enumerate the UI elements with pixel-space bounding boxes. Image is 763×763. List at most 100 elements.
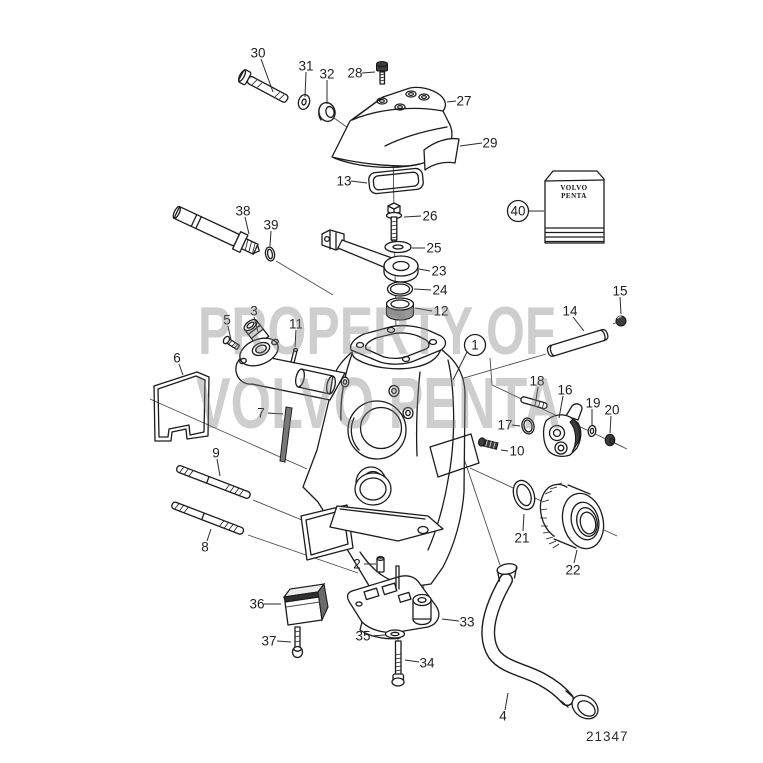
part-14-rod xyxy=(546,328,609,357)
callout-15: 15 xyxy=(612,284,628,315)
callout-37: 37 xyxy=(261,634,292,649)
svg-text:37: 37 xyxy=(261,634,276,649)
callout-23: 23 xyxy=(418,264,447,279)
svg-text:32: 32 xyxy=(319,67,334,82)
callout-32: 32 xyxy=(319,67,335,104)
part-22-knurled-cap xyxy=(539,482,605,550)
svg-text:33: 33 xyxy=(459,615,474,630)
callout-34: 34 xyxy=(404,656,435,671)
callout-39: 39 xyxy=(263,218,279,247)
part-28-screw xyxy=(376,61,388,85)
part-19-washer xyxy=(587,424,597,438)
part-23-steering-arm xyxy=(321,229,419,283)
part-32-grommet xyxy=(318,101,336,123)
svg-text:22: 22 xyxy=(565,563,580,578)
decal-brand-line1: VOLVO xyxy=(560,184,587,192)
part-34-bolt xyxy=(391,640,405,687)
svg-text:29: 29 xyxy=(482,136,497,151)
svg-text:38: 38 xyxy=(235,204,250,219)
svg-text:1: 1 xyxy=(471,338,479,353)
callout-13: 13 xyxy=(336,174,368,189)
svg-text:15: 15 xyxy=(612,284,627,299)
callout-24: 24 xyxy=(413,283,448,298)
part-17-oring xyxy=(521,417,535,435)
part-33-bracket xyxy=(346,565,440,640)
part-39-oring xyxy=(264,246,276,262)
callout-20: 20 xyxy=(604,403,620,434)
svg-text:40: 40 xyxy=(510,204,525,219)
part-3-fitting xyxy=(239,318,279,367)
part-9-stud xyxy=(175,464,251,499)
svg-text:28: 28 xyxy=(347,66,362,81)
callout-16: 16 xyxy=(557,383,573,419)
part-40-decal-sheet: VOLVO PENTA xyxy=(544,170,605,244)
svg-text:35: 35 xyxy=(355,629,370,644)
callout-5: 5 xyxy=(223,313,232,341)
svg-text:3: 3 xyxy=(250,304,258,319)
callout-31: 31 xyxy=(298,59,314,98)
callout-11: 11 xyxy=(289,317,303,348)
part-31-washer xyxy=(297,93,311,111)
part-18-pin xyxy=(520,396,548,410)
svg-text:31: 31 xyxy=(298,59,313,74)
callout-28: 28 xyxy=(347,66,376,81)
callout-21: 21 xyxy=(514,513,530,546)
svg-text:24: 24 xyxy=(432,283,448,298)
part-38-shaft xyxy=(172,205,260,255)
callout-25: 25 xyxy=(412,241,442,256)
callout-30: 30 xyxy=(250,46,274,93)
callout-40: 40 xyxy=(506,199,544,223)
part-20-nut xyxy=(604,433,624,448)
part-21-oring xyxy=(512,479,536,511)
part-12-bushing xyxy=(385,297,415,321)
callout-26: 26 xyxy=(403,209,438,224)
svg-text:2: 2 xyxy=(353,557,361,572)
callout-36: 36 xyxy=(249,597,281,612)
part-10-screw xyxy=(477,437,499,450)
part-36-anode xyxy=(282,582,329,626)
svg-text:10: 10 xyxy=(509,444,524,459)
svg-text:18: 18 xyxy=(529,374,544,389)
callout-10: 10 xyxy=(500,444,525,459)
svg-text:6: 6 xyxy=(173,351,181,366)
svg-text:17: 17 xyxy=(497,418,512,433)
callout-19: 19 xyxy=(585,396,601,425)
svg-text:26: 26 xyxy=(422,209,437,224)
part-35-washer xyxy=(384,629,406,639)
callout-29: 29 xyxy=(459,136,498,151)
part-37-bolt xyxy=(291,626,304,659)
svg-text:20: 20 xyxy=(604,403,619,418)
callout-35: 35 xyxy=(355,629,386,644)
callout-33: 33 xyxy=(441,615,475,630)
part-24-oring xyxy=(386,281,414,297)
part-1-housing xyxy=(235,324,480,590)
part-29-decal-strip xyxy=(423,137,460,171)
callout-18: 18 xyxy=(529,374,545,401)
svg-text:30: 30 xyxy=(250,46,265,61)
svg-text:13: 13 xyxy=(336,174,351,189)
svg-text:19: 19 xyxy=(585,396,600,411)
part-25-washer xyxy=(384,240,412,254)
svg-text:23: 23 xyxy=(431,264,446,279)
decal-brand-line2: PENTA xyxy=(561,192,587,200)
svg-text:27: 27 xyxy=(456,94,471,109)
svg-text:7: 7 xyxy=(257,406,265,421)
callout-6: 6 xyxy=(173,351,184,376)
svg-text:21: 21 xyxy=(514,531,529,546)
callout-38: 38 xyxy=(235,204,251,235)
part-16-valve xyxy=(542,403,583,457)
drawing-number: 21347 xyxy=(586,729,629,744)
svg-text:14: 14 xyxy=(562,304,578,319)
callout-1: 1 xyxy=(452,333,487,381)
svg-text:8: 8 xyxy=(201,540,209,555)
part-6-gasket xyxy=(153,371,210,442)
callout-7: 7 xyxy=(257,406,284,421)
part-11-pin xyxy=(290,347,299,364)
part-7-strip xyxy=(279,406,293,463)
svg-text:16: 16 xyxy=(557,383,572,398)
svg-text:25: 25 xyxy=(426,241,441,256)
part-26-bolt xyxy=(385,202,403,244)
